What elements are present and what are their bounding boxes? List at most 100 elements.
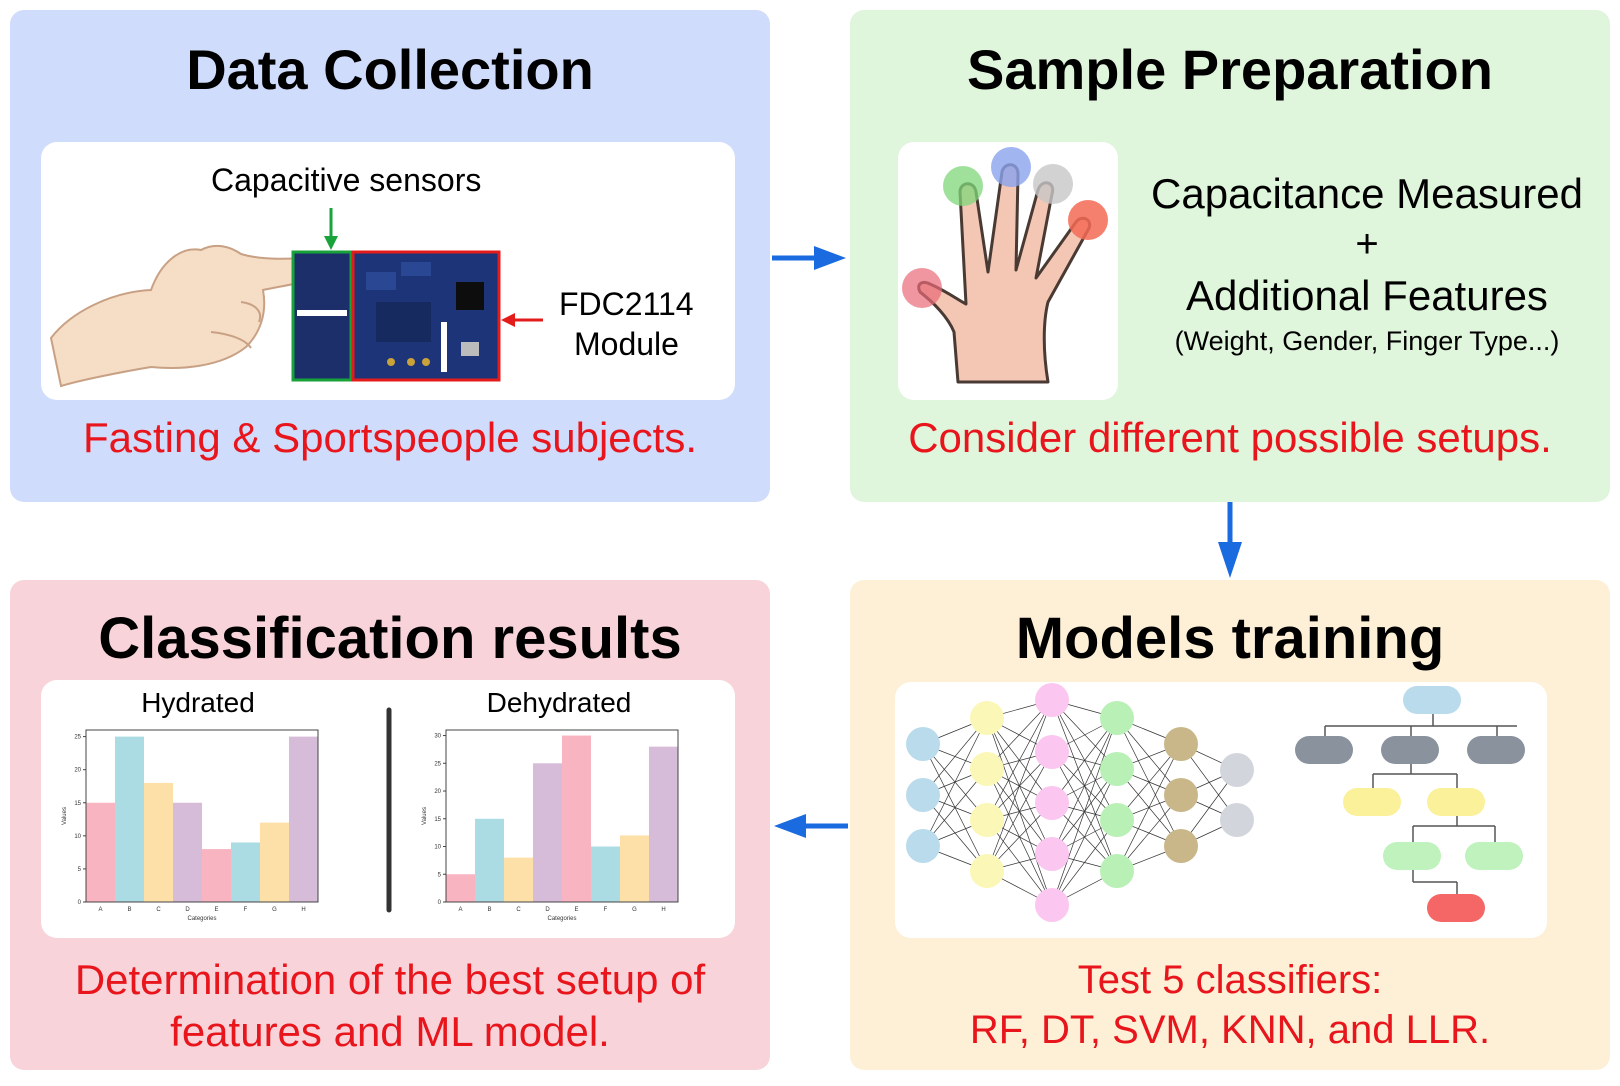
nn-node — [970, 752, 1004, 786]
nn-connection — [1051, 768, 1118, 906]
y-tick-label: 0 — [438, 900, 442, 906]
chart-bar — [86, 802, 115, 902]
plus-sign: + — [1355, 222, 1379, 266]
nn-node — [906, 727, 940, 761]
models-training-title: Models training — [1015, 606, 1445, 671]
nn-node — [1035, 786, 1069, 820]
tree-node — [1381, 736, 1439, 764]
y-tick-label: 25 — [434, 761, 441, 767]
classification-caption-line1: Determination of the best setup of — [74, 956, 706, 1003]
classification-title: Classification results — [98, 606, 682, 671]
nn-node — [1100, 803, 1134, 837]
chart-bar — [504, 857, 533, 902]
nn-connection — [986, 699, 1053, 872]
nn-connection — [986, 751, 1053, 872]
x-axis-label: Categories — [547, 916, 576, 922]
tree-node — [1383, 842, 1441, 870]
nn-node — [1164, 778, 1198, 812]
arrow-right-icon — [772, 246, 846, 270]
nn-connection — [1051, 717, 1118, 804]
nn-connection — [1116, 743, 1182, 872]
chart-bar — [260, 822, 289, 902]
x-tick-label: A — [458, 907, 462, 913]
plot-frame — [445, 729, 679, 903]
y-tick-label: 15 — [74, 801, 81, 807]
hand-graphic — [902, 147, 1108, 384]
decision-tree-diagram — [1295, 686, 1525, 922]
nn-node — [1164, 829, 1198, 863]
x-axis-label: Categories — [187, 916, 216, 922]
y-tick-label: 25 — [74, 735, 81, 741]
x-tick-label: E — [214, 907, 218, 913]
data-collection-panel: Data Collection Capacitive sensors — [10, 10, 770, 502]
models-training-caption-line1: Test 5 classifiers: — [1077, 958, 1383, 1002]
tree-node — [1427, 788, 1485, 816]
nn-connection — [922, 717, 988, 847]
y-axis-label: Values — [62, 807, 68, 825]
models-illustration — [895, 682, 1547, 938]
chart-bar — [649, 746, 678, 902]
nn-node — [1035, 735, 1069, 769]
y-tick-label: 5 — [438, 872, 442, 878]
models-training-caption-line2: RF, DT, SVM, KNN, and LLR. — [969, 1008, 1491, 1052]
tree-node — [1343, 788, 1401, 816]
x-tick-label: H — [301, 907, 305, 913]
nn-connection — [1051, 819, 1118, 906]
y-tick-label: 20 — [74, 768, 81, 774]
x-tick-label: A — [98, 907, 102, 913]
hand-illustration — [898, 142, 1118, 400]
sample-preparation-panel: Sample Preparation Capacitance Measured … — [850, 10, 1610, 502]
x-tick-label: G — [272, 907, 277, 913]
models-training-panel: Models training — [850, 580, 1610, 1070]
module-label-line1: FDC2114 — [559, 286, 694, 322]
nn-node — [1035, 888, 1069, 922]
nn-node — [1164, 727, 1198, 761]
additional-features-text: Additional Features — [1186, 272, 1548, 319]
nn-node — [1220, 753, 1254, 787]
y-tick-label: 10 — [74, 834, 81, 840]
chart-bar — [173, 802, 202, 902]
chart-bar — [562, 735, 591, 902]
nn-node — [970, 803, 1004, 837]
nn-node — [906, 829, 940, 863]
chart-bar — [289, 736, 318, 902]
tree-node — [1295, 736, 1353, 764]
y-tick-label: 15 — [434, 817, 441, 823]
nn-node — [1100, 701, 1134, 735]
x-tick-label: B — [487, 907, 491, 913]
x-tick-label: C — [516, 907, 521, 913]
nn-node — [1220, 803, 1254, 837]
classification-caption-line2: features and ML model. — [170, 1008, 610, 1055]
chart-bar — [533, 763, 562, 902]
nn-connection — [986, 699, 1053, 821]
x-tick-label: B — [127, 907, 131, 913]
y-tick-label: 30 — [434, 734, 441, 740]
x-tick-label: E — [574, 907, 578, 913]
neural-network-diagram — [906, 683, 1254, 922]
tree-node — [1465, 842, 1523, 870]
chart-bar — [591, 846, 620, 902]
nn-node — [1100, 854, 1134, 888]
tree-root-node — [1403, 686, 1461, 714]
tree-node — [1467, 736, 1525, 764]
capacitive-sensors-label: Capacitive sensors — [211, 162, 482, 198]
x-tick-label: C — [156, 907, 161, 913]
feature-list-text: (Weight, Gender, Finger Type...) — [1174, 326, 1560, 356]
x-tick-label: H — [661, 907, 665, 913]
chart-bar — [446, 874, 475, 902]
arrow-down-icon — [1218, 502, 1242, 578]
nn-connection — [1051, 717, 1118, 906]
chart-bar — [144, 782, 173, 902]
nn-node — [1100, 752, 1134, 786]
y-axis-label: Values — [422, 807, 428, 825]
module-label-line2: Module — [574, 326, 679, 362]
nn-node — [970, 701, 1004, 735]
data-collection-title: Data Collection — [186, 38, 594, 101]
nn-node — [906, 778, 940, 812]
nn-connection — [1051, 717, 1118, 855]
y-tick-label: 20 — [434, 789, 441, 795]
y-tick-label: 0 — [78, 900, 82, 906]
plot-frame — [85, 729, 319, 903]
nn-node — [1035, 837, 1069, 871]
